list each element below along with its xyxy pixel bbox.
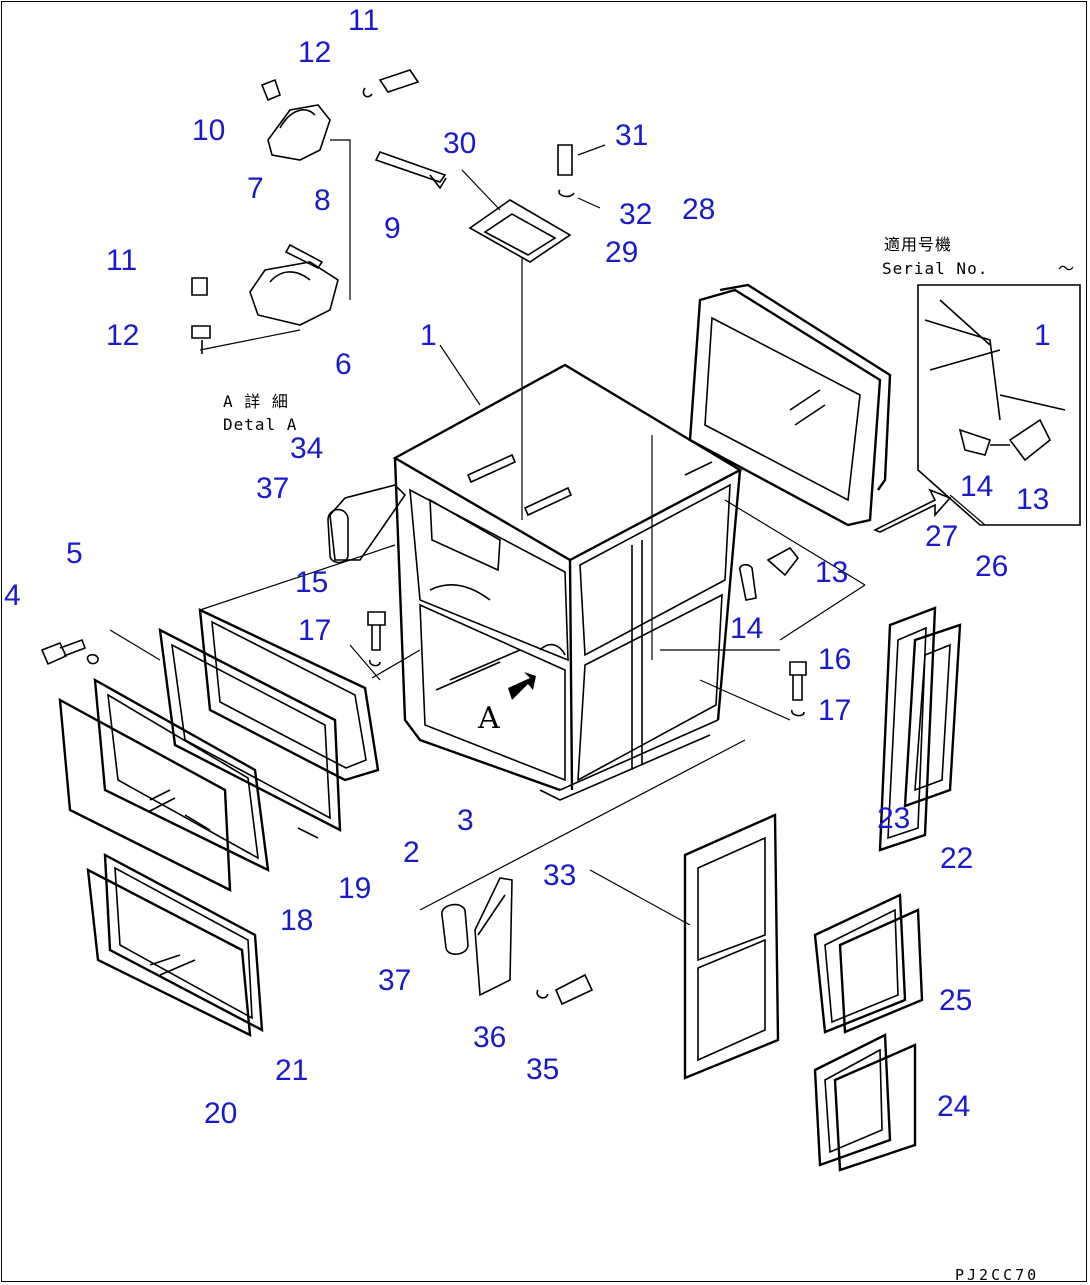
side-window-26-27 xyxy=(878,606,962,852)
callout-8: 8 xyxy=(314,184,331,217)
detail-label: Detal A xyxy=(223,415,297,434)
callout-12-left: 12 xyxy=(106,319,139,352)
callout-2: 2 xyxy=(403,836,420,869)
callout-6: 6 xyxy=(335,348,352,381)
callout-5: 5 xyxy=(66,537,83,570)
serial-label: Serial No. xyxy=(882,259,988,278)
callout-37-top: 37 xyxy=(256,472,289,505)
front-windows xyxy=(58,608,380,892)
bracket-hardware xyxy=(441,877,594,1006)
mirror-bracket xyxy=(327,484,407,564)
window-28-29 xyxy=(688,283,952,533)
callout-31: 31 xyxy=(615,119,648,152)
callout-9: 9 xyxy=(384,212,401,245)
callout-37-bottom: 37 xyxy=(378,964,411,997)
part-code: PJ2CC70 xyxy=(955,1266,1039,1284)
callout-34: 34 xyxy=(290,432,323,465)
callout-24: 24 xyxy=(937,1090,970,1123)
callout-17-right: 17 xyxy=(818,694,851,727)
callout-7: 7 xyxy=(247,172,264,205)
callout-32: 32 xyxy=(619,198,652,231)
serial-range: ～ xyxy=(1058,259,1075,278)
notes: A 詳 細 Detal A 適用号機 Serial No. ～ PJ2CC70 xyxy=(223,235,1075,1284)
callout-28: 28 xyxy=(682,193,715,226)
view-marker-label: A xyxy=(477,701,500,736)
callout-11-left: 11 xyxy=(106,244,137,277)
callout-21: 21 xyxy=(275,1054,308,1087)
callout-27: 27 xyxy=(925,520,958,553)
callout-35: 35 xyxy=(526,1053,559,1086)
callout-12-top: 12 xyxy=(298,36,331,69)
callout-4: 4 xyxy=(4,579,21,612)
roof-plate xyxy=(468,144,575,263)
callout-1-detail: 1 xyxy=(1034,319,1051,352)
callout-30: 30 xyxy=(443,127,476,160)
callout-1: 1 xyxy=(420,319,437,352)
callout-29: 29 xyxy=(605,236,638,269)
hinge-hardware xyxy=(191,69,447,354)
leader-lines xyxy=(109,139,986,926)
door-panel xyxy=(683,813,780,1080)
callout-13: 13 xyxy=(815,556,848,589)
callout-14-detail: 14 xyxy=(960,470,993,503)
detail-label-jp: A 詳 細 xyxy=(223,392,289,411)
callout-16: 16 xyxy=(818,643,851,676)
callout-13-detail: 13 xyxy=(1016,483,1049,516)
callout-36: 36 xyxy=(473,1021,506,1054)
cab-frame: A xyxy=(392,363,743,801)
callout-18: 18 xyxy=(280,904,313,937)
callout-33: 33 xyxy=(543,859,576,892)
callout-3: 3 xyxy=(457,804,474,837)
callout-17-left: 17 xyxy=(298,614,331,647)
view-arrow-icon xyxy=(508,672,536,700)
callout-23: 23 xyxy=(877,802,910,835)
callout-22: 22 xyxy=(940,842,973,875)
callout-19: 19 xyxy=(338,872,371,905)
serial-label-jp: 適用号機 xyxy=(884,235,952,254)
callout-20: 20 xyxy=(204,1097,237,1130)
window-22-25 xyxy=(813,893,924,1172)
callout-labels: 1 2 3 4 5 6 7 8 9 10 11 11 12 12 13 13 1… xyxy=(4,4,1051,1130)
callout-11-top: 11 xyxy=(348,4,379,37)
callout-14: 14 xyxy=(730,612,763,645)
lower-left-windows xyxy=(86,852,264,1038)
callout-25: 25 xyxy=(939,984,972,1017)
detail-box xyxy=(917,284,1081,526)
callout-15: 15 xyxy=(295,566,328,599)
fasteners xyxy=(367,546,807,717)
bolt-4-5 xyxy=(40,638,99,666)
callout-26: 26 xyxy=(975,550,1008,583)
callout-10: 10 xyxy=(192,114,225,147)
